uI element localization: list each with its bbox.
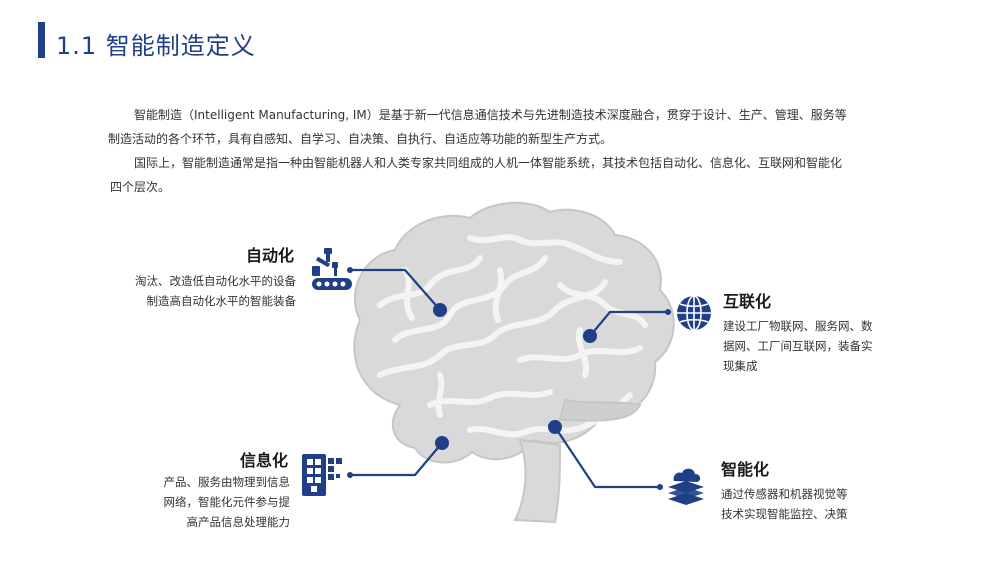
title-accent-bar [38,22,45,58]
internet-desc-line-3: 现集成 [723,359,758,373]
internet-title: 互联化 [723,292,772,311]
connector-dot-internet [583,329,597,343]
automation-desc-line-2: 制造高自动化水平的智能装备 [146,294,297,308]
connector-dot-automation-start [347,267,353,273]
connector-internet [589,310,668,337]
intro-paragraph-2-line-2: 四个层次。 [110,180,171,194]
page-title: 1.1 智能制造定义 [56,32,256,60]
informatization-desc-line-3: 高产品信息处理能力 [186,515,291,529]
automation-desc-line-1: 淘汰、改造低自动化水平的设备 [135,274,296,288]
intro-text: 智能制造（Intelligent Manufacturing, IM）是基于新一… [108,103,930,199]
automation-title: 自动化 [246,246,295,265]
digital-blocks-icon [302,454,342,496]
internet-desc: 建设工厂物联网、服务网、数 据网、工厂间互联网，装备实 现集成 [723,316,893,376]
connector-automation [350,268,441,311]
informatization-desc-line-1: 产品、服务由物理到信息 [163,475,291,489]
connector-intelligence [554,426,660,489]
informatization-desc-line-2: 网络，智能化元件参与提 [163,495,291,509]
informatization-desc: 产品、服务由物理到信息 网络，智能化元件参与提 高产品信息处理能力 [140,472,291,532]
cloud-stack-icon [668,468,704,505]
connector-dot-intelligence-start [657,484,663,490]
globe-icon [677,295,711,331]
intro-paragraph-2-line-1: 国际上，智能制造通常是指一种由智能机器人和人类专家共同组成的人机一体智能系统，其… [134,156,843,170]
connector-dot-informatization [435,436,449,450]
connector-dot-informatization-start [347,472,353,478]
connector-informatization [350,442,443,477]
connector-dot-intelligence [548,420,562,434]
intro-paragraph-1-line-1: 智能制造（Intelligent Manufacturing, IM）是基于新一… [134,108,847,122]
robot-arm-conveyor-icon [312,248,352,290]
brain-illustration [353,201,675,524]
informatization-title: 信息化 [240,451,289,470]
intelligence-desc-line-2: 技术实现智能监控、决策 [721,507,848,521]
internet-desc-line-2: 据网、工厂间互联网，装备实 [723,339,873,353]
internet-desc-line-1: 建设工厂物联网、服务网、数 [723,319,873,333]
intro-paragraph-1-line-2: 制造活动的各个环节，具有自感知、自学习、自决策、自执行、自适应等功能的新型生产方… [108,132,613,146]
connector-dot-automation [433,303,447,317]
automation-desc: 淘汰、改造低自动化水平的设备 制造高自动化水平的智能装备 [118,271,296,311]
intelligence-title: 智能化 [721,460,770,479]
intelligence-desc: 通过传感器和机器视觉等 技术实现智能监控、决策 [721,484,901,524]
connector-dot-internet-start [665,309,671,315]
intelligence-desc-line-1: 通过传感器和机器视觉等 [721,487,848,501]
